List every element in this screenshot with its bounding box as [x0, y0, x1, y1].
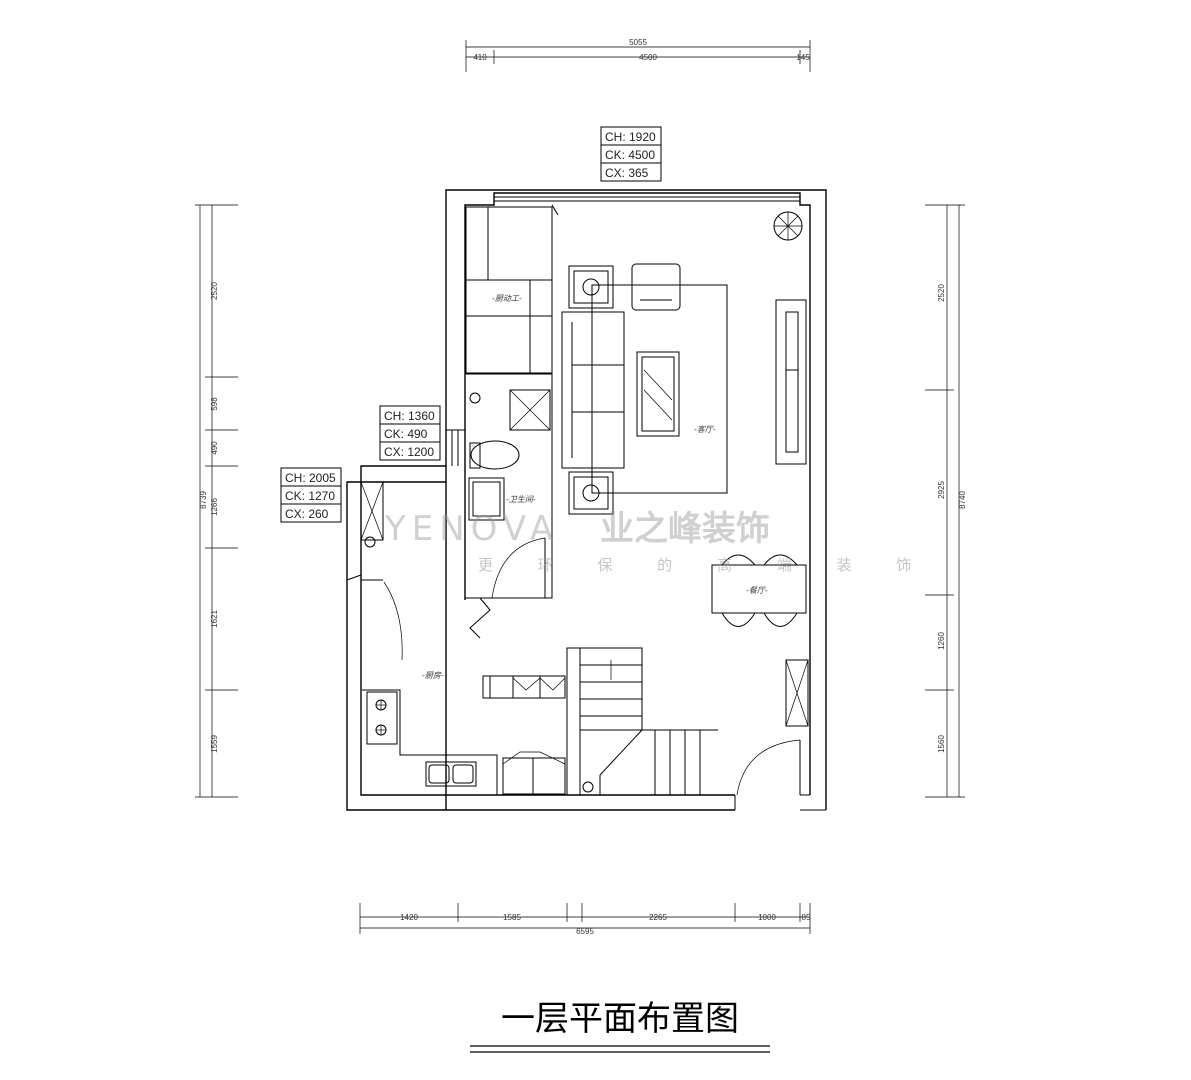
bedroom-label: -厨动工- [492, 294, 522, 303]
staircase [566, 647, 718, 795]
right-dim-4: 1560 [937, 735, 946, 753]
right-dim-1: 2520 [937, 284, 946, 302]
right-dim-3: 1260 [937, 632, 946, 650]
dining-table-icon [711, 564, 807, 614]
watermark-brand: YENOVA [384, 509, 559, 549]
shoe-cabinet-icon [785, 659, 809, 727]
left-dim-4: 1266 [210, 498, 219, 516]
walls [346, 189, 827, 811]
window-tag-top-ch: CH: 1920 [605, 130, 656, 144]
window-tag-kitchen-cx: CX: 260 [285, 507, 329, 521]
drawing-title-block: 一层平面布置图 [470, 999, 770, 1053]
left-dim-1: 2520 [210, 282, 219, 300]
window-tag-kitchen-ch: CH: 2005 [285, 471, 336, 485]
top-dim-2: 4500 [639, 53, 657, 62]
chair-icon [721, 554, 756, 566]
living-label: -客厅- [694, 425, 716, 434]
left-dim-2: 598 [210, 397, 219, 411]
top-dim-1: 410 [473, 53, 487, 62]
right-total-dim: 8740 [958, 491, 967, 509]
sofa-icon [561, 311, 625, 469]
stove-icon [366, 691, 398, 745]
right-dimension-chain: 2520 2925 1260 1560 8740 [925, 204, 967, 798]
toilet-icon [470, 440, 520, 470]
kitchen-area: -厨房- [362, 536, 566, 795]
side-table-icon [568, 265, 614, 309]
bottom-dim-4: 1000 [758, 913, 776, 922]
window-tag-bath-cx: CX: 1200 [384, 445, 434, 459]
window-tag-bath: CH: 1360 CK: 490 CX: 1200 [379, 405, 441, 461]
kitchen-label: -厨房- [422, 671, 444, 680]
top-dim-3: 145 [796, 53, 810, 62]
bottom-total-dim: 6595 [576, 927, 594, 936]
bath-label: -卫生间- [506, 495, 536, 504]
sink-icon [425, 761, 477, 787]
left-dim-6: 1559 [210, 735, 219, 753]
top-dimension-chain: 5055 410 4500 145 [465, 38, 811, 72]
rug [591, 284, 728, 494]
bottom-dim-5: 85 [802, 913, 811, 922]
right-dim-2: 2925 [937, 481, 946, 499]
window-tag-bath-ch: CH: 1360 [384, 409, 435, 423]
chair-icon [763, 554, 798, 566]
living-area: -客厅- [561, 211, 807, 515]
bottom-dim-1: 1420 [400, 913, 418, 922]
left-total-dim: 8739 [199, 491, 208, 509]
window-tag-top: CH: 1920 CK: 4500 CX: 365 [600, 126, 662, 182]
shower-icon [509, 389, 551, 431]
watermark-brand-cn: 业之峰装饰 [600, 509, 770, 549]
watermark-slogan: 更 环 保 的 高 端 装 饰 [478, 556, 931, 574]
tv-cabinet-icon [775, 299, 807, 465]
bottom-dimension-chain: 1420 1585 2265 1000 85 6595 [359, 903, 811, 936]
chair-icon [763, 612, 798, 627]
bathroom-area: -卫生间- -厨动工- [468, 294, 551, 639]
counter-cabinet [482, 675, 566, 699]
plant-icon [773, 211, 803, 241]
left-dim-3: 490 [210, 441, 219, 455]
watermark: YENOVA 业之峰装饰 更 环 保 的 高 端 装 饰 [384, 509, 931, 574]
top-total-dim: 5055 [629, 38, 647, 47]
window-tag-bath-ck: CK: 490 [384, 427, 428, 441]
coffee-table-icon [636, 351, 680, 437]
armchair-icon [631, 263, 681, 311]
side-table-icon [568, 471, 614, 515]
dining-area: -餐厅- [711, 554, 809, 810]
drawing-title: 一层平面布置图 [501, 999, 739, 1039]
window-tag-top-ck: CK: 4500 [605, 148, 655, 162]
left-dimension-chain: 2520 598 490 1266 1621 1559 8739 [195, 204, 238, 798]
window-tag-kitchen: CH: 2005 CK: 1270 CX: 260 [280, 467, 342, 523]
window-tag-top-cx: CX: 365 [605, 166, 649, 180]
washbasin-icon [468, 477, 505, 521]
bottom-dim-2: 1585 [503, 913, 521, 922]
window-tag-kitchen-ck: CK: 1270 [285, 489, 335, 503]
left-dim-5: 1621 [210, 610, 219, 628]
dining-label: -餐厅- [746, 586, 768, 595]
bottom-dim-3: 2265 [649, 913, 667, 922]
appliance-icon [502, 757, 566, 795]
chair-icon [721, 612, 756, 627]
